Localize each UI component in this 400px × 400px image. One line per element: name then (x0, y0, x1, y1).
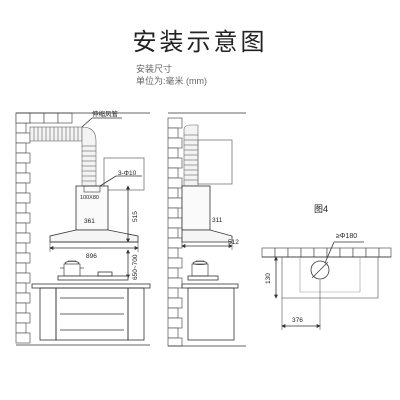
side-view (167, 112, 246, 347)
clearance-dim: 650~700 (132, 254, 139, 280)
side-pot (191, 260, 209, 277)
top-wall-bricks (261, 247, 392, 258)
subtitle: 安装尺寸 (136, 64, 173, 74)
front-view (15, 112, 151, 346)
top-depth-dim: 130 (265, 273, 272, 284)
hole-diameter-label: ≥Φ180 (336, 233, 357, 240)
hood-width-dim: 896 (86, 253, 97, 260)
body-width-dim: 361 (84, 218, 95, 225)
duct-horizontal (29, 126, 83, 142)
body-height-dim: 515 (132, 211, 139, 222)
side-body-depth-dim: 311 (212, 217, 223, 224)
front-pot (60, 260, 84, 277)
unit-note: 单位为:毫米 (mm) (136, 76, 207, 86)
vent-holes-label: 3-Φ10 (118, 170, 137, 177)
page-title: 安装示意图 (132, 29, 268, 56)
figure-label: 图4 (314, 204, 328, 214)
duct-vertical (81, 126, 97, 187)
front-wall-bricks (15, 112, 31, 344)
side-wall-bricks (167, 117, 183, 347)
outlet-size-label: 100X80 (80, 195, 99, 201)
top-offset-dim: 376 (292, 317, 303, 324)
top-view (261, 241, 392, 330)
front-ceiling-bricks (15, 112, 73, 124)
side-duct (183, 124, 199, 187)
side-hood-depth-dim: 512 (228, 239, 239, 246)
duct-label: 伸缩风管 (92, 109, 119, 118)
